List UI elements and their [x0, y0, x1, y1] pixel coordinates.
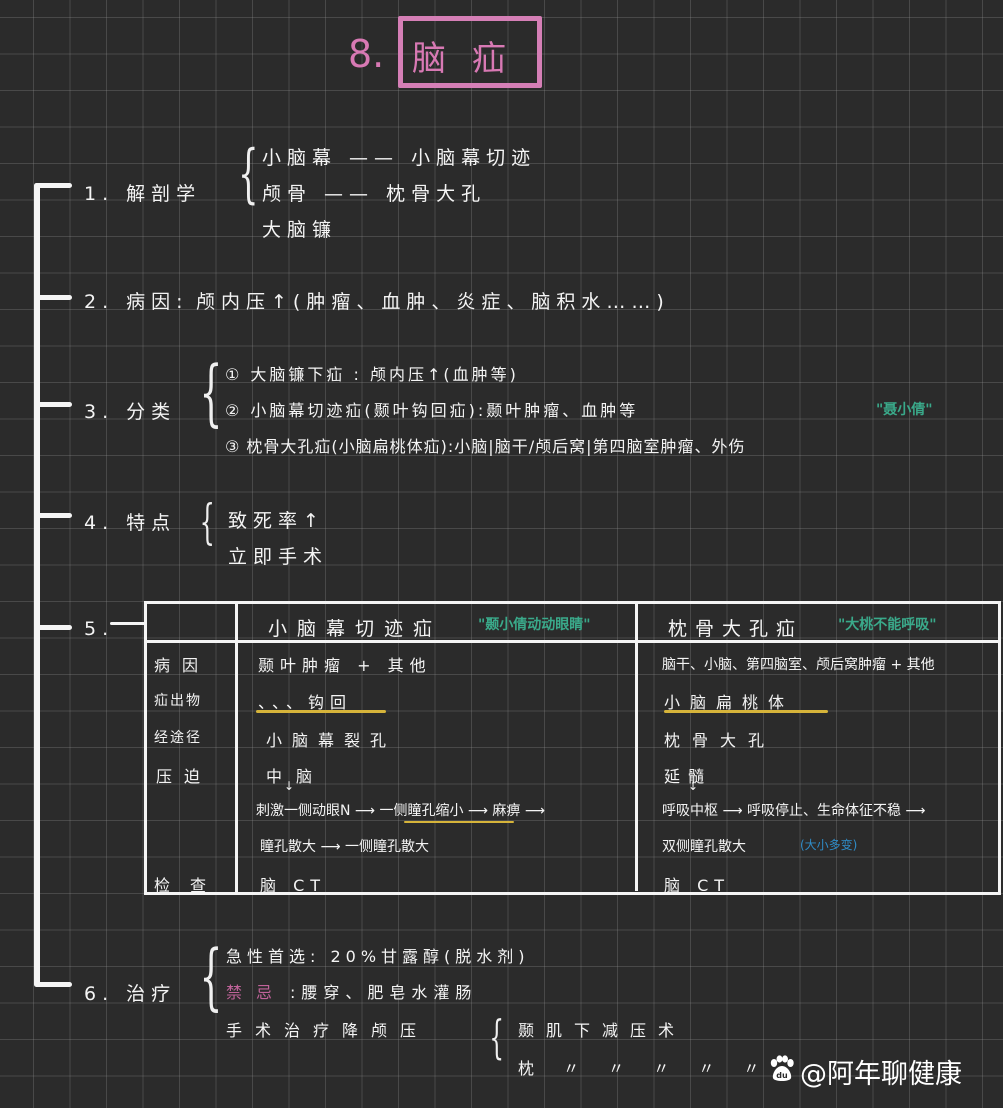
branch-5: [34, 625, 72, 630]
section-4-item-1: 致死率↑: [228, 510, 325, 532]
brace-1: {: [238, 137, 259, 211]
section-6-label: 6. 治疗: [84, 983, 177, 1005]
section-5-label: 5.: [84, 618, 115, 640]
section-3-note: "聂小倩": [876, 402, 933, 418]
baidu-paw-icon: du: [770, 1055, 794, 1081]
col1-herniated: 、、、钩回: [258, 693, 353, 712]
table-header-rule: [144, 640, 1001, 643]
brace-6-surgery: {: [489, 1010, 504, 1064]
col2-note: "大桃不能呼吸": [838, 617, 937, 633]
col2-chain-2-note: (大小多变): [800, 838, 858, 852]
section-6-surgery-opt-2: 枕 〃 〃 〃 〃 〃: [518, 1059, 772, 1078]
section-6-taboo-label: 禁忌: [226, 983, 287, 1002]
col1-chain-1: 刺激一侧动眼N ⟶ 一侧瞳孔缩小 ⟶ 麻痹 ⟶: [256, 803, 545, 819]
row-label-herniated: 疝出物: [154, 693, 202, 709]
branch-6: [34, 982, 72, 987]
col1-chain-2: 瞳孔散大 ⟶ 一侧瞳孔散大: [260, 839, 429, 855]
down-arrow-icon: ↓: [284, 779, 295, 793]
col2-cause: 脑干、小脑、第四脑室、颅后窝肿瘤 + 其他: [662, 657, 935, 673]
section-3-label: 3. 分类: [84, 401, 177, 423]
section-4-label: 4. 特点: [84, 512, 177, 534]
table-divider-label-col: [235, 601, 238, 895]
col1-path: 小脑幕裂孔: [266, 731, 397, 750]
brace-3: {: [199, 350, 223, 434]
row-label-path: 经途径: [154, 730, 202, 746]
col2-herniated: 小脑扁桃体: [664, 693, 795, 712]
section-1-item-2: 颅骨 —— 枕骨大孔: [262, 183, 487, 205]
down-arrow-icon: ↓: [688, 779, 699, 793]
branch-3: [34, 402, 72, 407]
section-3-item-2: ② 小脑幕切迹疝(颞叶钩回疝):颞叶肿瘤、血肿等: [225, 401, 639, 420]
branch-2: [34, 295, 72, 300]
col1-compress: 中脑: [266, 767, 327, 786]
col1-cause: 颞叶肿瘤 + 其他: [258, 656, 432, 675]
col2-title: 枕骨大孔疝: [668, 618, 804, 640]
watermark-text: @阿年聊健康: [800, 1059, 962, 1090]
col2-herniated-highlight: [664, 710, 828, 713]
row-label-compress: 压迫: [156, 767, 213, 786]
branch-1: [34, 183, 72, 188]
col1-chain-highlight: [404, 821, 514, 823]
col2-compress: 延髓: [664, 767, 713, 786]
section-6-surgery-opt-1: 颞肌下减压术: [518, 1021, 687, 1040]
section-2-label: 2. 病因:: [84, 291, 189, 313]
section-1-label: 1. 解剖学: [84, 183, 202, 205]
section-2-text: 颅内压↑(肿瘤、血肿、炎症、脑积水……): [196, 291, 670, 313]
col2-chain-2: 双侧瞳孔散大: [662, 839, 746, 855]
col1-title: 小脑幕切迹疝: [268, 618, 443, 640]
col2-chain-1: 呼吸中枢 ⟶ 呼吸停止、生命体征不稳 ⟶: [662, 803, 926, 819]
section-6-taboo-text: :腰穿、肥皂水灌肠: [290, 983, 478, 1002]
row-label-cause: 病因: [154, 656, 211, 675]
section-3-item-3: ③ 枕骨大孔疝(小脑扁桃体疝):小脑|脑干/颅后窝|第四脑室肿瘤、外伤: [225, 437, 746, 456]
col1-herniated-highlight: [256, 710, 386, 713]
section-5-connector: [110, 622, 146, 625]
section-3-item-1: ① 大脑镰下疝 : 颅内压↑(血肿等): [225, 365, 519, 384]
col1-note: "颞小倩动动眼睛": [478, 617, 591, 633]
section-6-surgery: 手术治疗降颅压: [226, 1021, 430, 1040]
outline-trunk-line: [34, 183, 40, 987]
brace-4: {: [199, 494, 215, 550]
comparison-table: [144, 601, 1001, 895]
table-divider-mid-col: [635, 601, 638, 891]
page-title: 脑疝: [412, 39, 532, 79]
section-1-item-3: 大脑镰: [262, 219, 338, 241]
section-4-item-2: 立即手术: [228, 546, 329, 568]
section-6-first-choice: 急性首选: 20%甘露醇(脱水剂): [226, 947, 530, 966]
row-label-exam: 检查: [154, 876, 227, 895]
title-number: 8.: [348, 32, 385, 76]
brace-6: {: [199, 934, 223, 1018]
col2-exam: 脑 CT: [664, 876, 731, 895]
branch-4: [34, 513, 72, 518]
title-box: [398, 16, 542, 88]
col2-path: 枕骨大孔: [664, 731, 777, 750]
svg-text:du: du: [776, 1071, 788, 1080]
col1-exam: 脑 CT: [260, 876, 327, 895]
section-1-item-1: 小脑幕 —— 小脑幕切迹: [262, 147, 537, 169]
